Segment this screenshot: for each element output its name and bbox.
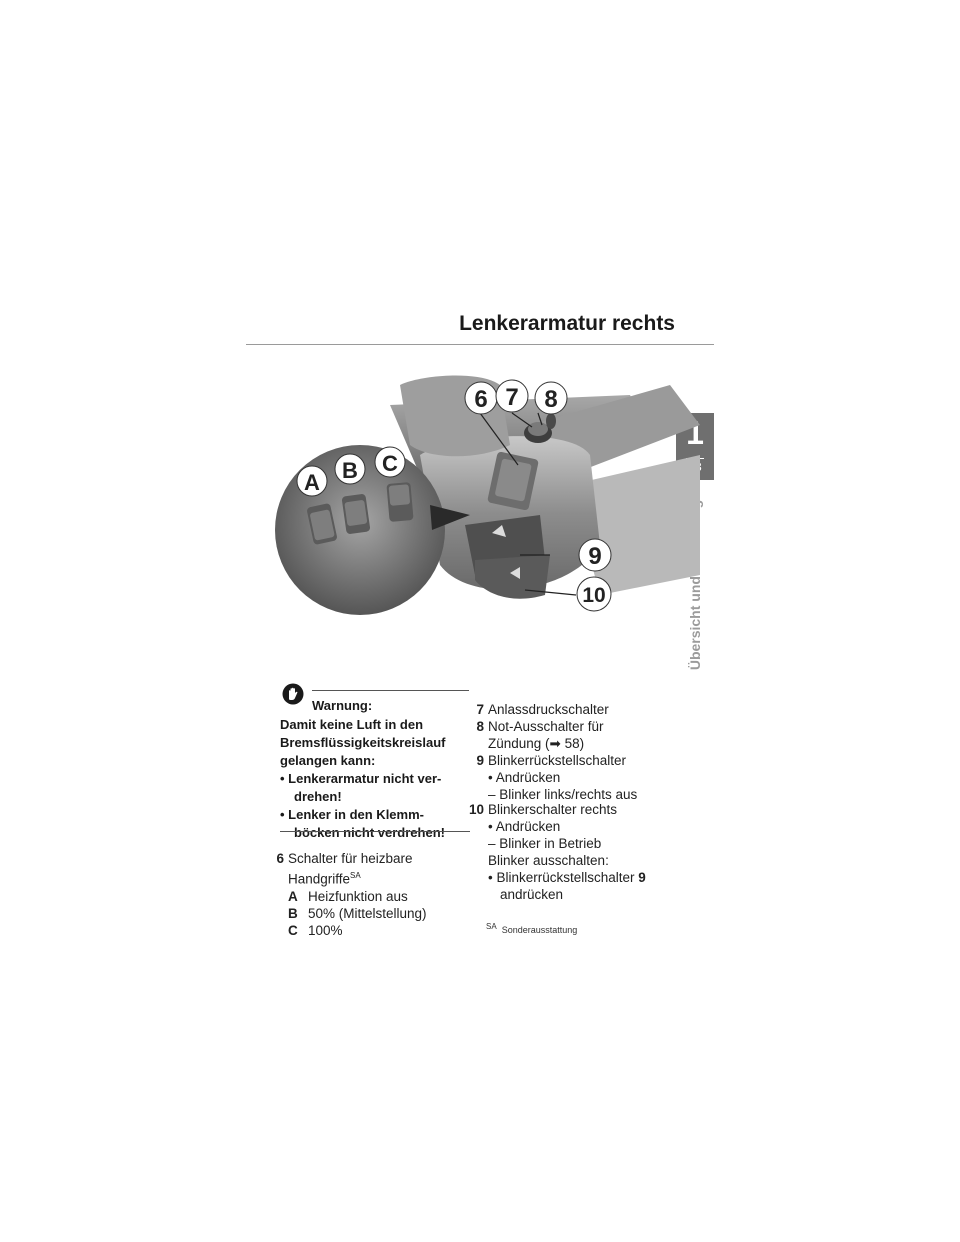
legend-item-9-line-3: – Blinker links/rechts aus — [488, 787, 638, 802]
legend-item-8-text: Not-Ausschalter für Zündung (➡ 58) — [488, 718, 604, 752]
warning-intro-line-3: gelangen kann: — [280, 753, 376, 768]
legend-item-10-line-4: Blinker ausschalten: — [488, 853, 609, 868]
legend-item-10-text: Blinkerschalter rechts • Andrücken – Bli… — [488, 801, 646, 903]
legend-item-8-line-2: Zündung (➡ 58) — [488, 736, 585, 751]
legend-item-9-line-2: • Andrücken — [488, 770, 561, 785]
legend-item-10-ref: 9 — [638, 870, 646, 885]
legend-item-9-line-1: Blinkerrückstellschalter — [488, 753, 627, 768]
legend-item-10-number: 10 — [468, 802, 484, 817]
legend-item-7-text: Anlassdruckschalter — [488, 702, 609, 717]
legend-item-6-line-1: Schalter für heizbare — [288, 851, 413, 866]
legend-item-6-line-2-text: Handgriffe — [288, 871, 351, 887]
hand-stop-icon — [282, 683, 304, 705]
sub-item-B: B 50% (Mittelstellung) — [288, 905, 427, 922]
warning-title: Warnung: — [312, 698, 373, 713]
warning-bullet-1: • Lenkerarmatur nicht ver-drehen! — [280, 771, 442, 804]
warning-body: Damit keine Luft in den Bremsflüssigkeit… — [280, 716, 470, 842]
sub-item-B-text: 50% (Mittelstellung) — [308, 905, 427, 921]
legend-item-8-line-1: Not-Ausschalter für — [488, 719, 604, 734]
legend-item-8-number: 8 — [476, 719, 484, 734]
handlebar-controls-figure: 6 7 8 9 10 A B C — [275, 375, 700, 615]
legend-item-6-sup: SA — [350, 871, 361, 880]
callout-6-label: 6 — [474, 386, 487, 413]
warning-bullet-2-line-1: Lenker in den Klemm- — [288, 807, 424, 822]
callout-A: A — [296, 465, 328, 497]
warning-bullet-1-line-1: Lenkerarmatur nicht ver- — [288, 771, 442, 786]
callout-8: 8 — [534, 381, 568, 415]
warning-bullet-2-line-2: böcken nicht verdrehen! — [294, 825, 445, 840]
sub-item-C-key: C — [288, 922, 298, 938]
sub-item-A-text: Heizfunktion aus — [308, 888, 408, 904]
callout-B-label: B — [342, 458, 358, 483]
callout-C-label: C — [382, 451, 398, 476]
warning-top-rule — [312, 690, 469, 691]
callout-7: 7 — [495, 379, 529, 413]
sub-item-A-key: A — [288, 888, 298, 904]
callout-9: 9 — [578, 538, 612, 572]
legend-item-10-line-3: – Blinker in Betrieb — [488, 836, 602, 851]
callout-9-label: 9 — [588, 543, 601, 570]
legend-item-10-line-5-text: • Blinkerrückstellschalter — [488, 870, 635, 885]
legend-item-7-number: 7 — [476, 702, 484, 717]
warning-bullet-2: • Lenker in den Klemm-böcken nicht verdr… — [280, 807, 445, 840]
warning-bottom-rule — [280, 831, 470, 832]
title-divider — [246, 344, 714, 345]
legend-item-10-line-5: • Blinkerrückstellschalter 9 — [488, 869, 646, 886]
footnote-text: Sonderausstattung — [501, 925, 578, 935]
legend-item-6-line-2: HandgriffeSA — [288, 867, 413, 888]
callout-8-label: 8 — [544, 386, 557, 413]
legend-item-10-line-2: • Andrücken — [488, 819, 561, 834]
warning-bullet-1-line-2: drehen! — [294, 789, 342, 804]
callout-C: C — [374, 446, 406, 478]
legend-item-9-text: Blinkerrückstellschalter • Andrücken – B… — [488, 752, 637, 803]
sub-item-B-key: B — [288, 905, 298, 921]
footnote: SA Sonderausstattung — [486, 922, 577, 935]
legend-item-6-number: 6 — [276, 851, 284, 866]
footnote-marker: SA — [486, 922, 497, 931]
legend-item-10-line-1: Blinkerschalter rechts — [488, 802, 618, 817]
page-title: Lenkerarmatur rechts — [459, 312, 675, 335]
callout-6: 6 — [464, 381, 498, 415]
legend-item-6: 6 Schalter für heizbare HandgriffeSA A He… — [266, 850, 466, 940]
legend-item-10-line-6: andrücken — [500, 887, 564, 902]
callout-10-label: 10 — [582, 584, 605, 607]
callout-10: 10 — [576, 576, 612, 612]
callout-leaders — [479, 412, 577, 596]
sub-item-C-text: 100% — [308, 922, 343, 938]
warning-intro-line-2: Bremsflüssigkeitskreislauf — [280, 735, 446, 750]
callout-7-label: 7 — [505, 384, 518, 411]
sub-item-C: C 100% — [288, 922, 343, 939]
legend-item-9-number: 9 — [476, 753, 484, 768]
legend-item-6-text: Schalter für heizbare HandgriffeSA A Heiz… — [288, 850, 427, 939]
warning-intro-line-1: Damit keine Luft in den — [280, 717, 424, 732]
callout-B: B — [334, 453, 366, 485]
callout-A-label: A — [304, 470, 320, 495]
sub-item-A: A Heizfunktion aus — [288, 888, 408, 905]
